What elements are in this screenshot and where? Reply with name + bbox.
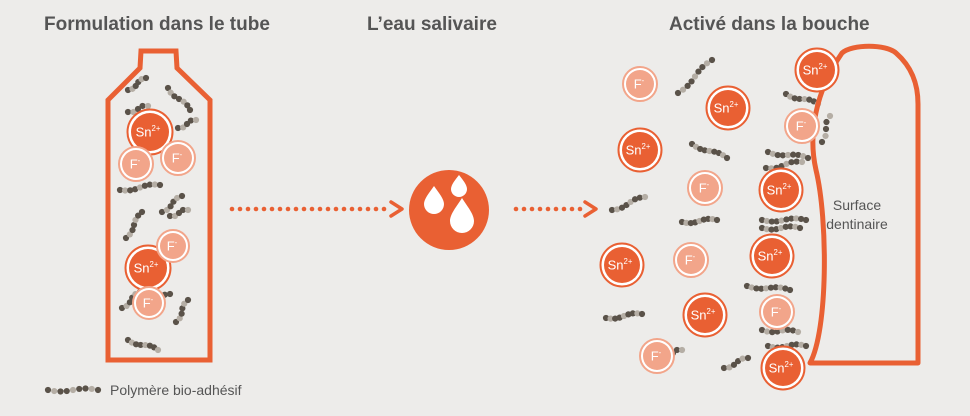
polymer-chain: [764, 148, 812, 162]
tin-ion: Sn2+: [749, 233, 795, 279]
legend: Polymère bio-adhésif: [44, 380, 242, 400]
polymer-chain: [758, 223, 804, 233]
svg-text:F-: F-: [699, 180, 710, 196]
svg-text:F-: F-: [685, 252, 696, 268]
fluoride-ion: F-: [759, 294, 795, 330]
surface-label-line2: dentinaire: [826, 216, 888, 232]
tube-outline: [105, 48, 213, 363]
fluoride-ion: F-: [132, 286, 166, 320]
tin-ion: Sn2+: [617, 127, 663, 173]
water-drops-icon: [409, 170, 489, 250]
surface-label: Surface dentinaire: [810, 196, 904, 234]
polymer-chain: [743, 282, 794, 294]
tin-ion: Sn2+: [682, 292, 728, 338]
polymer-chain: [174, 116, 200, 132]
dotted-arrow-icon: [229, 200, 404, 218]
polymer-chain: [164, 84, 194, 114]
fluoride-ion: F-: [160, 140, 196, 176]
heading-tube: Formulation dans le tube: [44, 14, 270, 35]
tin-ion: Sn2+: [599, 242, 645, 288]
tin-ion: Sn2+: [758, 167, 804, 213]
polymer-chain: [602, 310, 646, 322]
ion-layer: Sn2+F-F-Sn2+F-F-F-Sn2+Sn2+F-Sn2+F-Sn2+F-…: [118, 47, 840, 391]
fluoride-ion: F-: [639, 338, 675, 374]
polymer-chain: [818, 112, 834, 146]
legend-label: Polymère bio-adhésif: [110, 382, 242, 398]
polymer-chain: [124, 102, 152, 116]
polymer-chain: [122, 208, 146, 242]
polymer-chain: [124, 74, 150, 94]
polymer-chain: [124, 336, 162, 354]
polymer-chain: [158, 192, 186, 216]
svg-text:F-: F-: [172, 150, 183, 166]
fluoride-ion: F-: [687, 170, 723, 206]
polymer-chain: [720, 354, 752, 372]
fluoride-ion: F-: [622, 66, 658, 102]
svg-text:F-: F-: [771, 304, 782, 320]
svg-text:F-: F-: [167, 238, 178, 254]
heading-saliva: L’eau salivaire: [367, 14, 497, 35]
svg-text:F-: F-: [143, 295, 154, 311]
tin-ion: Sn2+: [794, 47, 840, 93]
fluoride-ion: F-: [784, 108, 820, 144]
heading-mouth: Activé dans la bouche: [669, 14, 870, 35]
svg-text:F-: F-: [651, 348, 662, 364]
fluoride-ion: F-: [673, 242, 709, 278]
fluoride-ion: F-: [156, 229, 190, 263]
fluoride-ion: F-: [118, 146, 154, 182]
polymer-chain: [688, 140, 731, 162]
tube-layer: [105, 48, 213, 363]
polymer-chain: [758, 326, 802, 336]
surface-label-line1: Surface: [832, 197, 882, 213]
polymer-chain: [678, 215, 721, 227]
tin-ion: Sn2+: [760, 345, 806, 391]
arrow-layer: [229, 200, 598, 218]
polymer-chain: [172, 296, 192, 326]
svg-text:F-: F-: [796, 118, 807, 134]
polymer-chain: [608, 193, 649, 214]
dotted-arrow-icon: [513, 200, 598, 218]
tin-ion: Sn2+: [705, 85, 751, 131]
svg-text:F-: F-: [634, 76, 645, 92]
svg-text:F-: F-: [130, 156, 141, 172]
tin-ion: Sn2+: [126, 108, 174, 156]
polymer-chain: [758, 215, 810, 225]
polymer-legend-icon: [44, 385, 102, 395]
polymer-chain: [166, 206, 192, 220]
polymer-chain: [116, 181, 164, 194]
polymer-chain: [674, 56, 716, 97]
